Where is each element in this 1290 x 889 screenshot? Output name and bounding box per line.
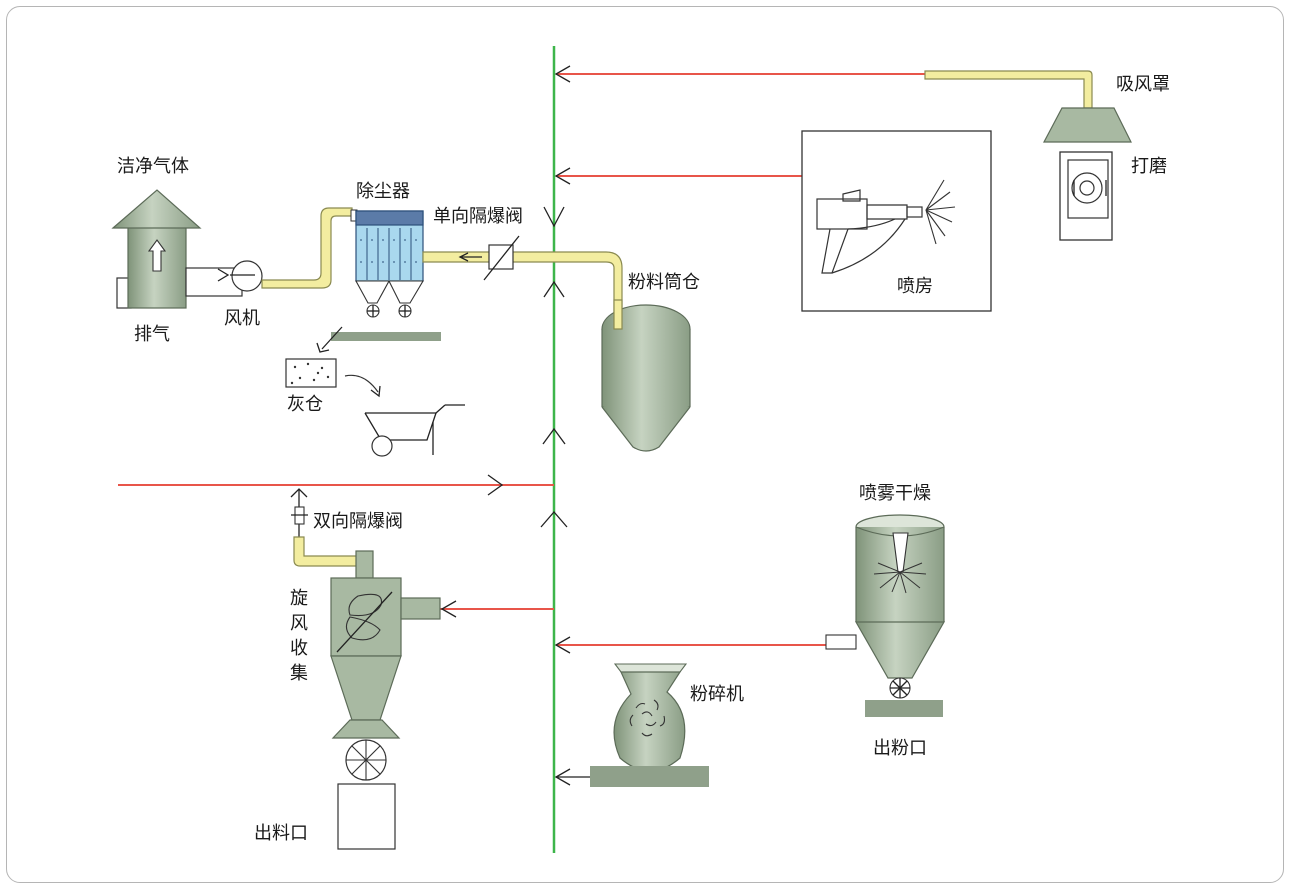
exhaust-stack xyxy=(111,189,202,309)
label-cyclone-3: 收 xyxy=(290,638,308,659)
fan xyxy=(185,260,263,297)
label-cyclone-2: 风 xyxy=(290,613,308,634)
label-suction-hood: 吸风罩 xyxy=(1116,74,1170,95)
cyclone-collector xyxy=(330,550,441,850)
grinding-station xyxy=(1059,151,1113,241)
pulverizer xyxy=(590,663,709,787)
label-grinding: 打磨 xyxy=(1131,156,1167,177)
label-clean-gas: 洁净气体 xyxy=(117,156,189,177)
silo-duct xyxy=(422,251,623,329)
label-powder-silo: 粉料筒仓 xyxy=(628,272,700,293)
flow-lines xyxy=(118,65,925,786)
label-spray-dryer: 喷雾干燥 xyxy=(859,483,931,504)
label-two-way-valve: 双向隔爆阀 xyxy=(313,511,403,532)
labels: 吸风罩 打磨 喷房 洁净气体 除尘器 单向隔爆阀 粉料筒仓 风机 排气 灰仓 双… xyxy=(117,74,1170,844)
label-cyclone-1: 旋 xyxy=(290,588,308,609)
wheelbarrow xyxy=(364,404,465,457)
ash-bin xyxy=(285,326,381,398)
one-way-valve xyxy=(458,235,520,281)
suction-hood xyxy=(924,70,1132,143)
label-fan: 风机 xyxy=(224,308,260,329)
label-material-outlet: 出料口 xyxy=(254,823,308,844)
spray-dryer xyxy=(825,514,946,717)
label-dust-collector: 除尘器 xyxy=(356,181,410,202)
label-pulverizer: 粉碎机 xyxy=(690,684,744,705)
fan-duct xyxy=(261,207,353,289)
powder-silo xyxy=(601,299,691,452)
spray-booth xyxy=(801,130,992,312)
label-cyclone-4: 集 xyxy=(290,663,308,684)
label-one-way-valve: 单向隔爆阀 xyxy=(433,206,523,227)
label-powder-outlet: 出粉口 xyxy=(873,738,927,759)
two-way-valve xyxy=(290,488,308,537)
dust-collector xyxy=(331,209,441,341)
label-ash-bin: 灰仓 xyxy=(287,394,323,415)
label-spray-booth: 喷房 xyxy=(897,276,933,297)
label-exhaust: 排气 xyxy=(134,324,170,345)
cyclone-duct xyxy=(293,536,358,567)
